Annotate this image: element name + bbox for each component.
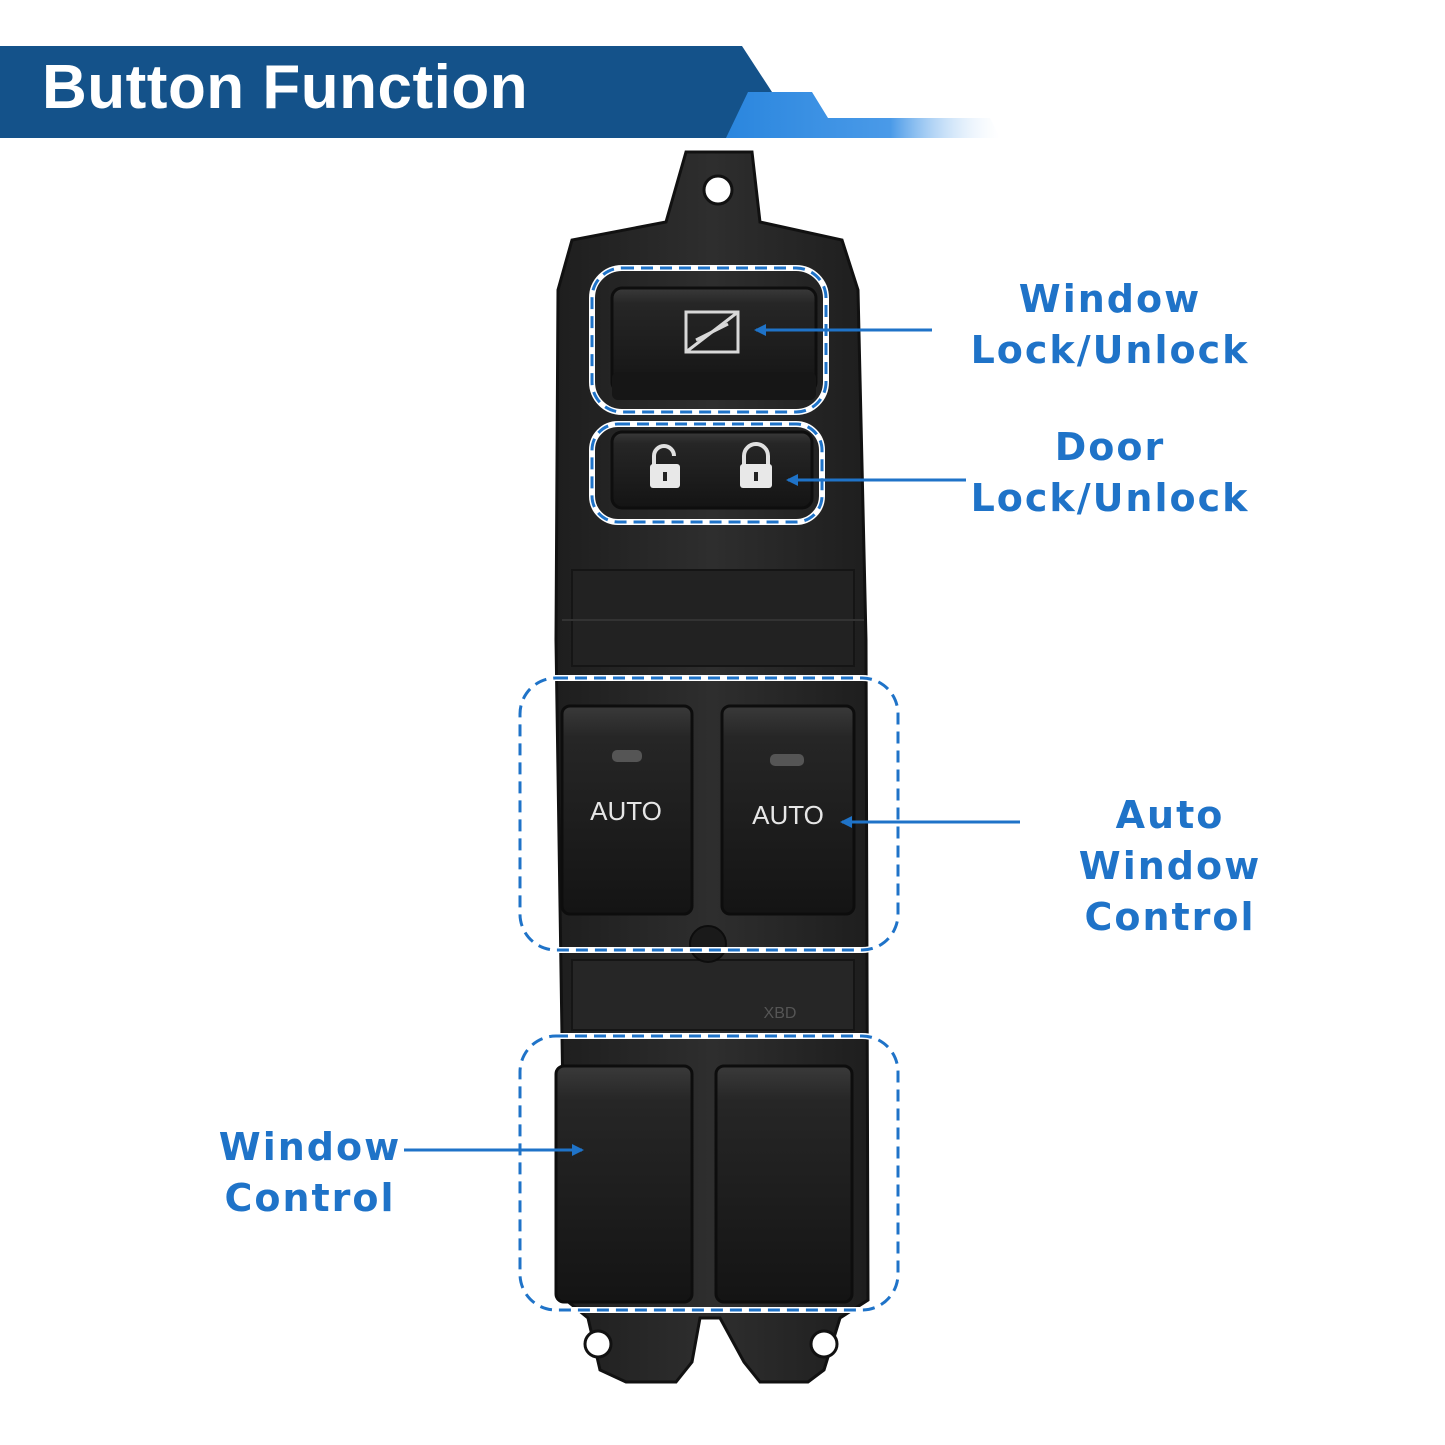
callout-window-lock: Window Lock/Unlock — [960, 274, 1260, 376]
callout-auto-window-line1: Auto Window — [1078, 793, 1262, 888]
imprint-code: XBD — [764, 1005, 797, 1022]
mount-hole-bottom-left — [583, 1329, 613, 1359]
mount-hole-top — [702, 174, 734, 206]
callout-window-lock-line1: Window — [1018, 277, 1202, 321]
callout-window-control: Window Control — [200, 1122, 420, 1224]
callout-door-lock-line2: Lock/Unlock — [970, 476, 1250, 520]
callout-window-control-line2: Control — [224, 1176, 396, 1220]
auto-label-right: AUTO — [752, 800, 824, 830]
window-lock-icon — [684, 310, 740, 354]
callout-window-lock-line2: Lock/Unlock — [970, 328, 1250, 372]
page-title: Button Function — [42, 53, 529, 122]
callout-auto-window: Auto Window Control — [1020, 790, 1320, 943]
center-screw — [689, 925, 727, 963]
window-switch-left — [554, 1064, 694, 1304]
auto-window-switch-right: AUTO — [720, 704, 856, 916]
callout-auto-window-line2: Control — [1084, 895, 1256, 939]
window-switch-right — [714, 1064, 854, 1304]
window-lock-switch — [610, 286, 818, 400]
header-banner — [0, 46, 1000, 138]
auto-window-switch-left: AUTO — [560, 704, 694, 916]
callout-door-lock: Door Lock/Unlock — [960, 422, 1260, 524]
auto-label-left: AUTO — [590, 796, 662, 826]
unlock-icon — [650, 444, 680, 488]
callout-window-control-line1: Window — [218, 1125, 402, 1169]
window-control-frame — [518, 1034, 900, 1312]
auto-window-frame — [518, 676, 900, 952]
mount-hole-bottom-right — [809, 1329, 839, 1359]
door-lock-switch — [610, 430, 814, 510]
lock-icon — [740, 442, 772, 488]
callout-door-lock-line1: Door — [1054, 425, 1166, 469]
window-lock-frame — [590, 266, 828, 414]
